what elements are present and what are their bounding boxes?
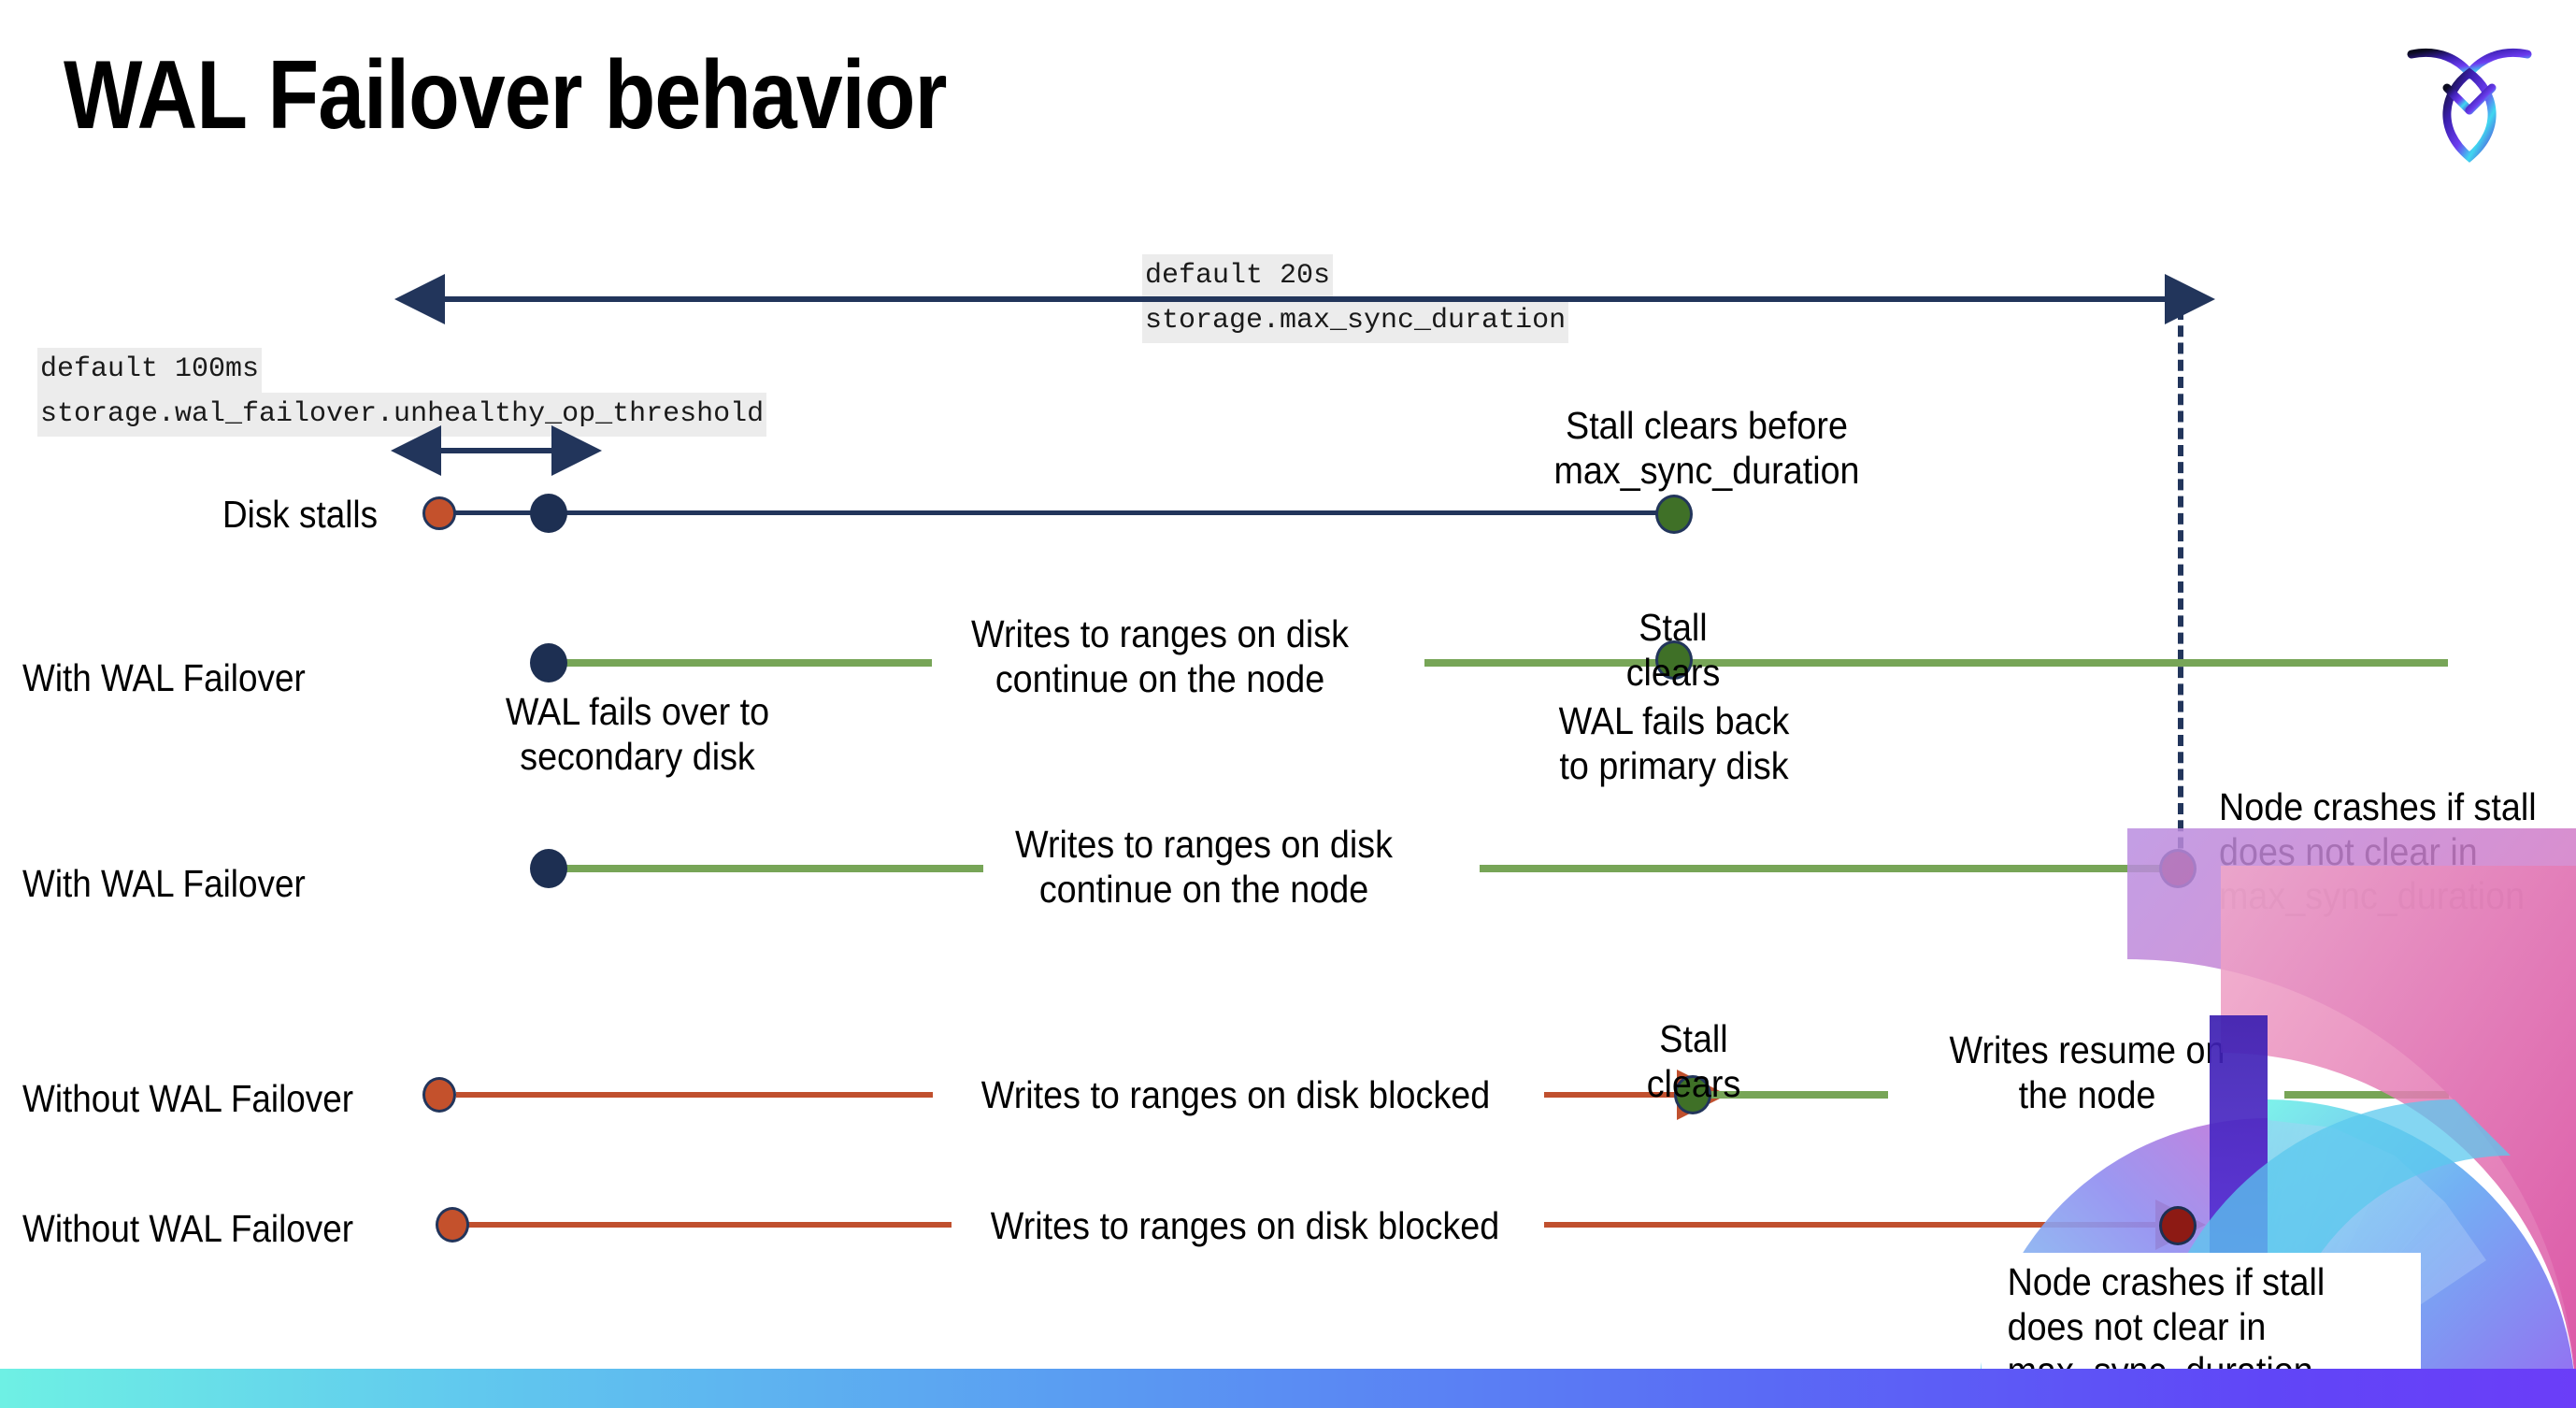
row2-stall-clear-dot (1655, 640, 1693, 680)
row1-stall-start-dot (422, 496, 456, 530)
code-storage-wal-failover-threshold: storage.wal_failover.unhealthy_op_thresh… (37, 392, 767, 438)
row3-timeline-seg2 (1480, 865, 2178, 872)
row1-timeline-line (439, 510, 1675, 515)
row3-failover-dot (530, 849, 567, 888)
row5-timeline-blocked-seg (456, 1222, 952, 1228)
code-label-unhealthy-op-threshold: default 100ms storage.wal_failover.unhea… (37, 348, 767, 438)
row4-stall-clears-note: Stall clears (1646, 1017, 1741, 1105)
row4-stall-start-dot (422, 1077, 456, 1113)
row5-node-crash-dot (2159, 1206, 2197, 1245)
row4-stall-clear-dot (1674, 1075, 1711, 1114)
row1-stall-clear-dot (1655, 495, 1693, 534)
row-label-without-wal-failover-2: Without WAL Failover (22, 1207, 354, 1250)
row4-timeline-clear-seg (1710, 1091, 1888, 1099)
max-sync-duration-guide-dashed-line (2178, 309, 2183, 883)
row2-timeline-seg1 (547, 659, 932, 667)
row3-writes-continue-note: Writes to ranges on disk continue on the… (1015, 823, 1393, 911)
code-default-100ms: default 100ms (37, 348, 263, 393)
row2-wal-fails-over-note: WAL fails over to secondary disk (505, 690, 770, 778)
row-label-without-wal-failover-1: Without WAL Failover (22, 1077, 354, 1120)
bottom-gradient-bar (0, 1369, 2576, 1408)
row-label-disk-stalls: Disk stalls (222, 493, 379, 536)
row2-writes-continue-note: Writes to ranges on disk continue on the… (971, 612, 1349, 700)
row-label-with-wal-failover-2: With WAL Failover (22, 862, 306, 905)
row2-wal-fails-back-note: WAL fails back to primary disk (1558, 699, 1790, 787)
code-label-max-sync-duration: default 20s storage.max_sync_duration (1142, 254, 1569, 344)
row4-writes-blocked-note: Writes to ranges on disk blocked (980, 1073, 1491, 1116)
row2-failover-dot (530, 643, 567, 682)
code-storage-max-sync-duration: storage.max_sync_duration (1142, 298, 1569, 344)
row5-writes-blocked-note: Writes to ranges on disk blocked (990, 1204, 1500, 1247)
row5-stall-start-dot (436, 1207, 469, 1243)
code-default-20s: default 20s (1142, 254, 1334, 299)
row4-timeline-blocked-seg (456, 1092, 933, 1098)
row1-failover-dot (530, 494, 567, 533)
row4-timeline-resume-seg (2284, 1091, 2449, 1099)
cockroachdb-logo-icon (2395, 28, 2544, 168)
row2-stall-clears-note: Stall clears (1625, 606, 1721, 694)
page-title: WAL Failover behavior (64, 41, 947, 150)
row-label-with-wal-failover-1: With WAL Failover (22, 656, 306, 699)
row4-writes-resume-note: Writes resume on the node (1949, 1028, 2225, 1116)
row1-stall-clears-note: Stall clears before max_sync_duration (1553, 404, 1860, 492)
row2-timeline-seg2 (1424, 659, 2448, 667)
row3-timeline-seg1 (547, 865, 983, 872)
